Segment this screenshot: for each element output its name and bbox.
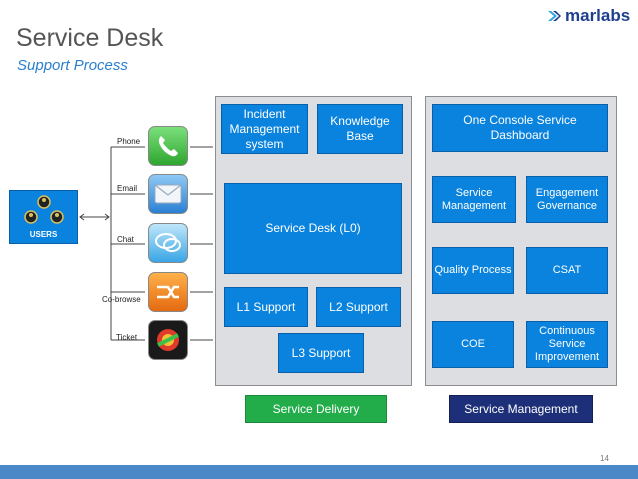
knowledge-base-box: Knowledge Base [317, 104, 403, 154]
channel-label-ticket: Ticket [116, 333, 138, 342]
chat-icon [148, 223, 188, 263]
engagement-governance-box: Engagement Governance [526, 176, 608, 223]
service-delivery-label: Service Delivery [245, 395, 387, 423]
page-title: Service Desk [16, 24, 164, 52]
phone-icon [148, 126, 188, 166]
quality-process-box: Quality Process [432, 247, 514, 294]
page-number: 14 [600, 454, 609, 463]
users-box: USERS [9, 190, 78, 244]
channel-label-chat: Chat [117, 235, 134, 244]
co-browse-icon [148, 272, 188, 312]
continuous-service-improvement-box: Continuous Service Improvement [526, 321, 608, 368]
service-desk-box: Service Desk (L0) [224, 183, 402, 274]
channel-label-phone: Phone [117, 137, 141, 146]
coe-box: COE [432, 321, 514, 368]
l1-support-box: L1 Support [224, 287, 308, 327]
mail-icon [148, 174, 188, 214]
page-subtitle: Support Process [17, 57, 128, 74]
l3-support-box: L3 Support [278, 333, 364, 373]
service-management-label: Service Management [449, 395, 593, 423]
l2-support-box: L2 Support [316, 287, 401, 327]
channel-label-co-browse: Co-browse [102, 295, 141, 304]
footer-stripe [0, 465, 638, 479]
users-label: USERS [29, 230, 58, 239]
csat-box: CSAT [526, 247, 608, 294]
logo-text: marlabs [565, 6, 631, 25]
marlabs-logo: marlabs [546, 6, 630, 26]
ticket-icon [148, 320, 188, 360]
one-console-dashboard-box: One Console Service Dashboard [432, 104, 608, 152]
users-group-icon [24, 195, 64, 224]
incident-management-box: Incident Management system [221, 104, 308, 154]
channel-label-email: Email [117, 184, 138, 193]
service-management-box: Service Management [432, 176, 516, 223]
logo-mark-icon [548, 11, 561, 21]
